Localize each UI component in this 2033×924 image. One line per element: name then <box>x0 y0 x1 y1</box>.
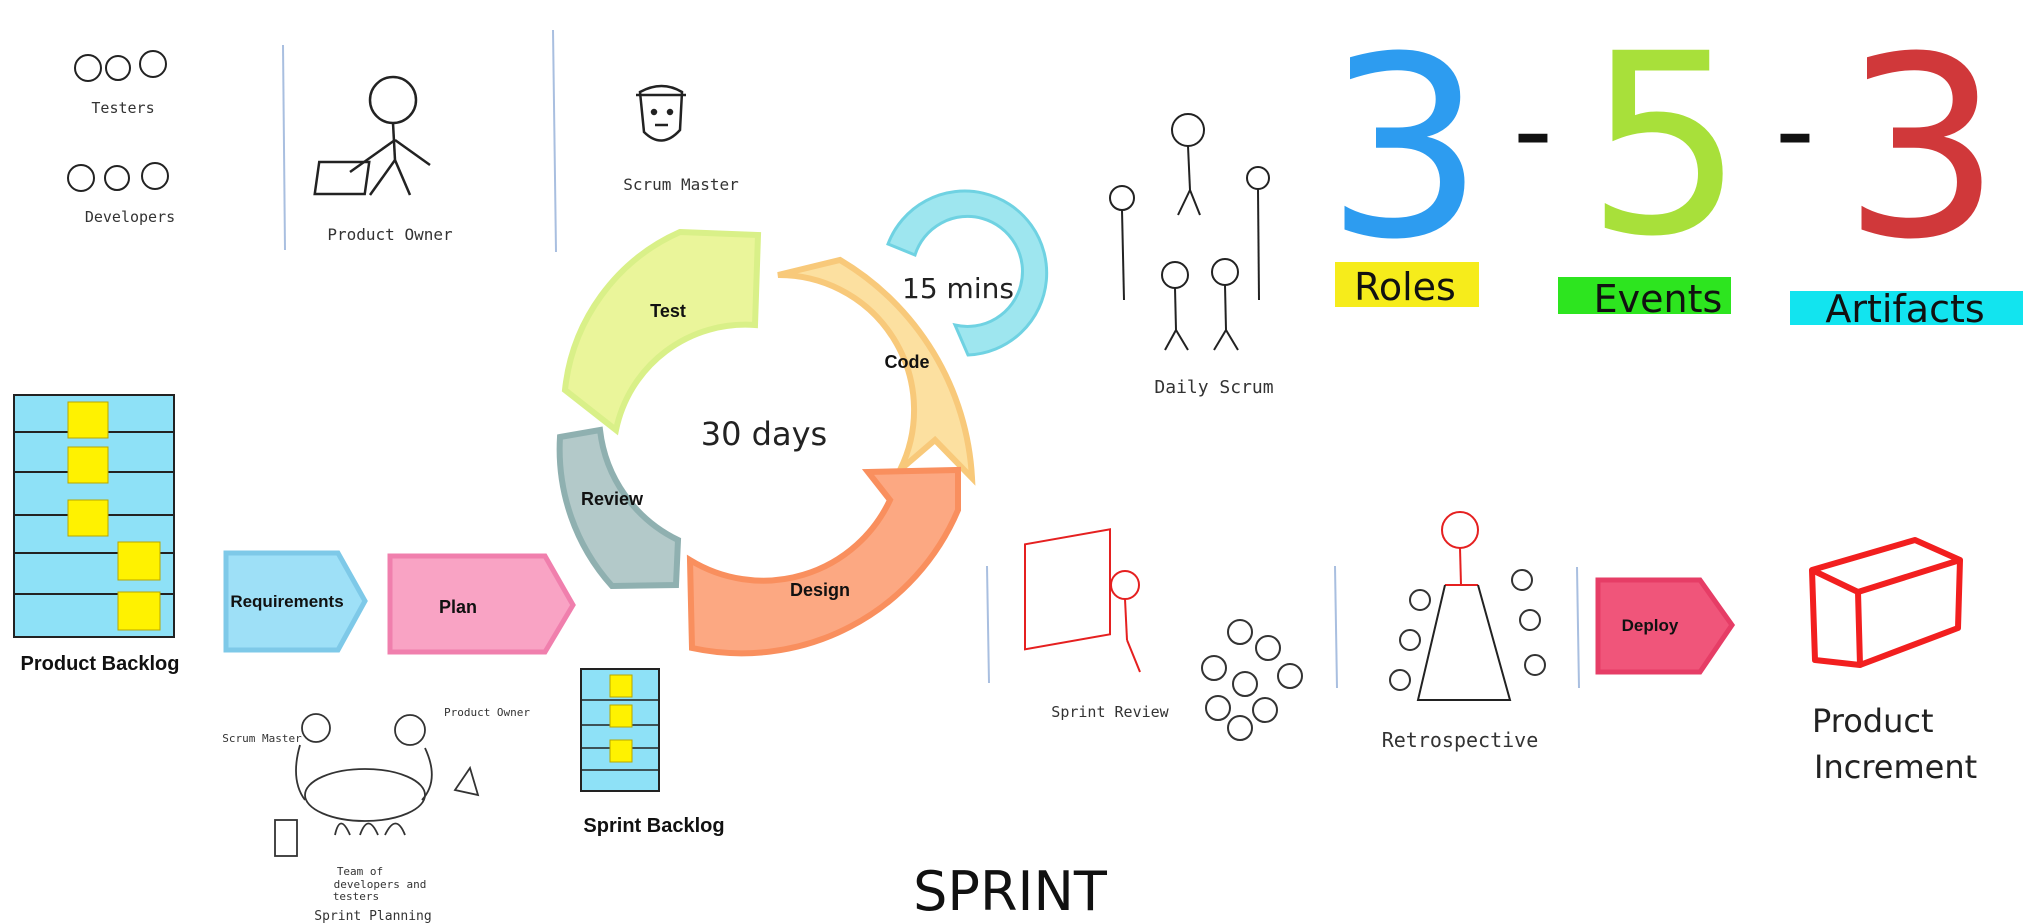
daily-loop-ring <box>886 189 1049 357</box>
sprint-review-label: Sprint Review <box>1051 703 1169 721</box>
divider <box>552 29 557 253</box>
planning-scrum-master-label: Scrum Master <box>222 732 302 745</box>
sticky-note <box>67 446 109 484</box>
artifacts-count: 3 <box>1842 3 2001 294</box>
planning-team-label-1: Team of <box>337 865 383 878</box>
daily-scrum-figures <box>1109 113 1270 351</box>
sticky-note <box>67 401 109 439</box>
retrospective-label: Retrospective <box>1382 728 1539 752</box>
developers-label: Developers <box>85 208 175 226</box>
code-segment <box>777 256 976 486</box>
requirements-label: Requirements <box>230 592 343 611</box>
dash-separator: - <box>1775 66 1815 194</box>
divider <box>986 565 990 684</box>
tester-face-icon <box>139 50 167 78</box>
planning-product-owner-label: Product Owner <box>444 706 530 719</box>
sticky-note <box>117 591 161 631</box>
code-label: Code <box>885 352 930 372</box>
sprint-review-sketch <box>1024 528 1303 741</box>
product-increment-label-1: Product <box>1812 702 1934 740</box>
scrum-master-figure <box>636 84 686 142</box>
requirements-arrow <box>223 550 368 653</box>
review-segment <box>556 426 682 590</box>
design-label: Design <box>790 580 850 600</box>
plan-label: Plan <box>439 597 477 617</box>
divider <box>1576 566 1580 689</box>
daily-loop-label: 15 mins <box>902 272 1014 305</box>
cycle-center-label: 30 days <box>701 415 827 453</box>
roles-label: Roles <box>1354 265 1456 309</box>
tester-face-icon <box>74 54 102 82</box>
test-label: Test <box>650 301 686 321</box>
roles-count: 3 <box>1325 3 1484 294</box>
artifacts-label: Artifacts <box>1825 287 1984 331</box>
sticky-note <box>609 674 633 698</box>
sprint-backlog-board <box>580 668 660 792</box>
developer-face-icon <box>141 162 169 190</box>
testers-label: Testers <box>91 99 154 117</box>
sticky-note <box>67 499 109 537</box>
sprint-title: SPRINT <box>913 860 1108 923</box>
roles-highlight <box>1335 262 1479 307</box>
product-owner-label: Product Owner <box>327 225 453 244</box>
testers-group <box>74 50 167 82</box>
product-owner-figure <box>313 75 431 196</box>
sticky-note <box>609 704 633 728</box>
artifacts-highlight <box>1790 291 2023 325</box>
events-count: 5 <box>1585 0 1744 291</box>
review-label: Review <box>581 489 644 509</box>
tester-face-icon <box>105 55 131 81</box>
deploy-label: Deploy <box>1622 616 1679 635</box>
product-backlog-board <box>13 394 175 638</box>
sticky-note <box>117 541 161 581</box>
product-increment-cube-icon <box>1809 537 1963 668</box>
product-backlog-label: Product Backlog <box>21 653 180 675</box>
events-label: Events <box>1594 277 1723 321</box>
events-highlight <box>1558 277 1731 314</box>
product-increment-label-2: Increment <box>1814 748 1977 786</box>
divider <box>282 44 286 251</box>
sprint-planning-sketch <box>274 713 480 857</box>
sprint-backlog-label: Sprint Backlog <box>583 815 724 837</box>
retrospective-sketch <box>1389 511 1546 701</box>
developer-face-icon <box>104 165 130 191</box>
developer-face-icon <box>67 164 95 192</box>
scrum-master-label: Scrum Master <box>623 175 739 194</box>
planning-team-label-2: developers and <box>334 878 427 891</box>
test-segment <box>561 228 762 436</box>
developers-group <box>67 162 169 192</box>
design-segment <box>686 466 961 657</box>
planning-team-label-3: testers <box>333 890 379 903</box>
daily-scrum-label: Daily Scrum <box>1154 377 1273 398</box>
sticky-note <box>609 739 633 763</box>
plan-arrow <box>387 553 576 655</box>
dash-separator: - <box>1513 66 1553 194</box>
divider <box>1334 565 1338 689</box>
sprint-planning-label: Sprint Planning <box>314 909 431 924</box>
deploy-arrow <box>1595 577 1736 675</box>
